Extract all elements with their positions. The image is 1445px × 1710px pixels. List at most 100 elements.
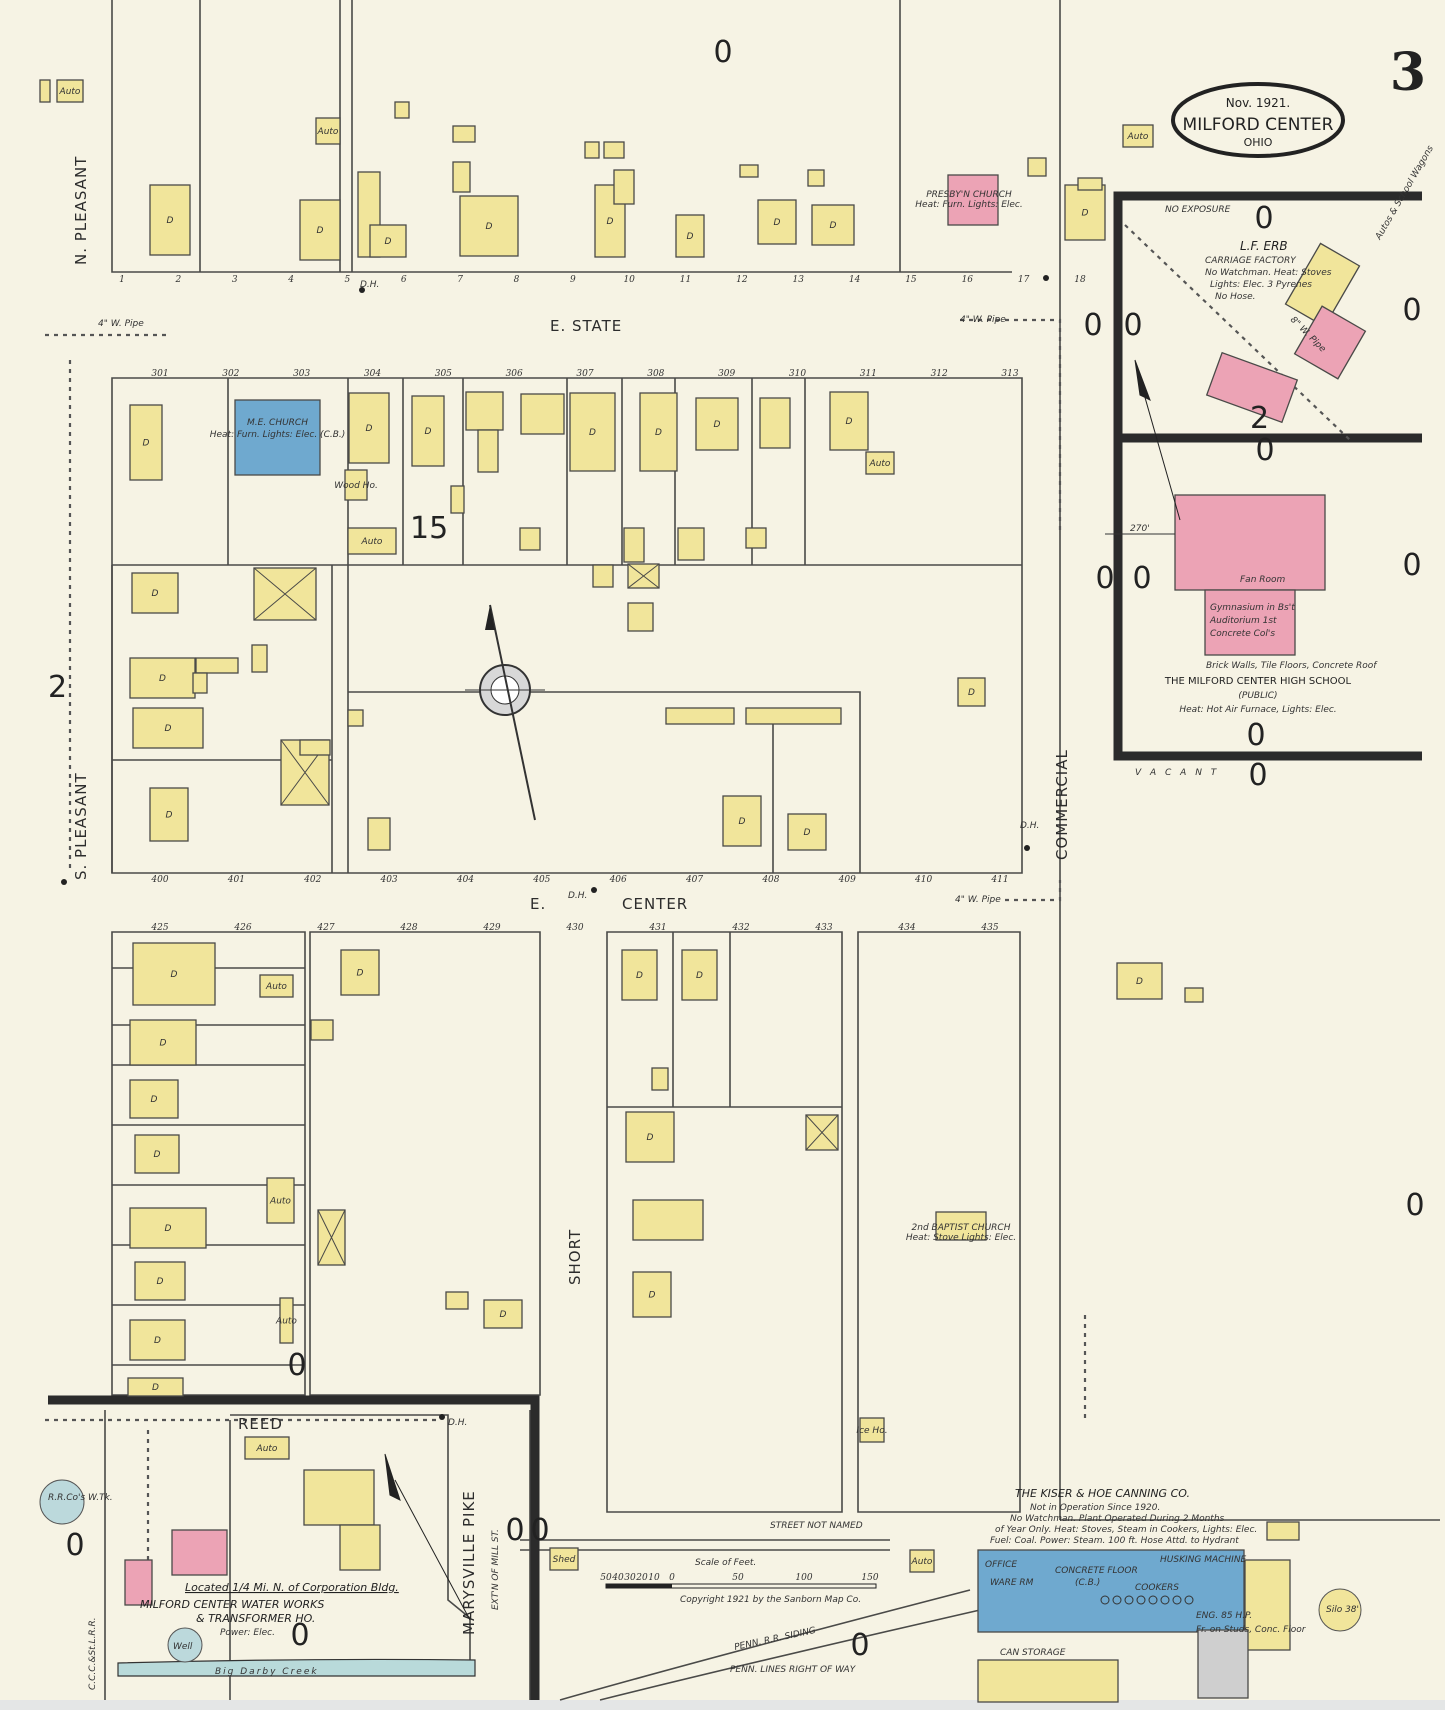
scale-tick: 40 — [611, 1573, 624, 1583]
dwelling-building: D — [675, 214, 705, 258]
lot-number: 404 — [456, 875, 474, 885]
church-name: M.E. CHURCH — [247, 418, 308, 428]
building — [623, 527, 645, 563]
canning-note4: Fuel: Coal. Power: Steam. 100 ft. Hose A… — [990, 1536, 1239, 1546]
shed-building: Shed — [549, 1547, 579, 1571]
sheet-ref-marker: 0 — [1405, 1188, 1424, 1223]
building — [39, 79, 51, 103]
dwelling-building: D — [348, 392, 390, 464]
hs-heat: Heat: Hot Air Furnace, Lights: Elec. — [1179, 705, 1336, 715]
building-label: Auto — [59, 87, 81, 97]
lot-number: 408 — [761, 875, 779, 885]
building — [452, 161, 471, 193]
dwelling-building: D — [127, 1377, 184, 1397]
lot-number: 18 — [1074, 275, 1086, 285]
building — [445, 1291, 469, 1310]
lot-number: 2 — [174, 275, 181, 285]
dh-label-3: D.H. — [568, 891, 587, 901]
building — [665, 707, 735, 725]
lot-number: 313 — [1001, 369, 1018, 379]
dwelling-building: D — [340, 949, 380, 996]
dwelling-building: D — [411, 395, 445, 467]
auto-building: Auto — [259, 974, 294, 998]
building — [745, 527, 767, 549]
misc-labels: 4" W. Pipe 4" W. Pipe 4" W. Pipe D.H. D.… — [61, 275, 1181, 1621]
building — [739, 164, 759, 178]
church-note: Heat: Stove Lights: Elec. — [906, 1233, 1016, 1243]
building — [592, 564, 614, 588]
silo — [1318, 1588, 1362, 1632]
scale-tick: 100 — [795, 1573, 812, 1583]
lot-number: 7 — [457, 275, 463, 285]
lot-number: 10 — [623, 275, 635, 285]
canning-cookers: COOKERS — [1135, 1583, 1179, 1593]
street-mill-st: EXT'N OF MILL ST. — [491, 1529, 501, 1610]
building-label: D — [1082, 209, 1089, 219]
auto-building: Auto — [1122, 124, 1154, 148]
building-label: D — [500, 1310, 507, 1320]
street-reed: REED — [238, 1415, 283, 1433]
dwelling-building: D — [131, 572, 179, 614]
lot-number: 409 — [838, 875, 856, 885]
lot-number: 305 — [435, 369, 452, 379]
street-e-center: CENTER — [622, 895, 688, 913]
building — [339, 1524, 381, 1571]
pipe-label-state: 4" W. Pipe — [960, 315, 1006, 325]
building-label: D — [154, 1150, 161, 1160]
no-exposure-label: NO EXPOSURE — [1165, 205, 1231, 215]
hs-construction: Brick Walls, Tile Floors, Concrete Roof — [1206, 661, 1378, 671]
silo-label: Silo 38' — [1326, 1605, 1359, 1615]
scale-title: Scale of Feet. — [695, 1558, 756, 1568]
building-label: D — [636, 971, 643, 981]
auto-building: Auto — [909, 1549, 935, 1573]
building — [465, 391, 504, 431]
building — [1197, 1629, 1249, 1699]
dwelling-building: D — [1064, 184, 1106, 241]
building-label: D — [607, 217, 614, 227]
sheet-ref-marker: 0 — [65, 1528, 84, 1563]
dwelling-building: D — [132, 707, 204, 749]
building — [613, 169, 635, 205]
dwelling-building: D — [639, 392, 678, 472]
dwelling-building: D — [129, 1079, 179, 1119]
building-label: D — [160, 1039, 167, 1049]
building-label: Auto — [265, 982, 287, 992]
building — [477, 429, 499, 473]
sheet-ref-marker: 0 — [287, 1348, 306, 1383]
lot-number: 433 — [814, 923, 832, 933]
dwelling-building: D — [483, 1299, 523, 1329]
building-label: Auto — [317, 127, 339, 137]
building-label: D — [1136, 977, 1143, 987]
street-s-pleasant: S. PLEASANT — [72, 772, 90, 880]
lot-number: 402 — [303, 875, 321, 885]
lot-number: 5 — [345, 275, 351, 285]
building-label: D — [385, 237, 392, 247]
lot-number: 311 — [860, 369, 877, 379]
building — [303, 1469, 375, 1526]
building-label: D — [152, 589, 159, 599]
lot-number: 1 — [119, 275, 125, 285]
building-label: Auto — [361, 537, 383, 547]
cooker — [1136, 1595, 1146, 1605]
carriage-factory-note3: No Hose. — [1215, 292, 1255, 302]
building — [450, 485, 465, 514]
building-label: D — [366, 424, 373, 434]
street-commercial: COMMERCIAL — [1053, 749, 1071, 860]
lot-number: 9 — [570, 275, 576, 285]
lot-number: 400 — [150, 875, 168, 885]
water-works-name: MILFORD CENTER WATER WORKS — [140, 1598, 324, 1611]
canning-ware-room: WARE RM — [990, 1578, 1034, 1588]
lot-number: 428 — [399, 923, 417, 933]
building — [367, 817, 391, 851]
cooker — [1172, 1595, 1182, 1605]
factory-building — [1205, 351, 1299, 424]
lot-number: 430 — [565, 923, 583, 933]
dwelling-building: D — [1116, 962, 1163, 1000]
building-label: D — [589, 428, 596, 438]
lot-number: 11 — [680, 275, 691, 285]
building — [1204, 589, 1296, 656]
building — [805, 1114, 839, 1151]
scan-edge — [0, 1700, 1445, 1710]
hs-name: THE MILFORD CENTER HIGH SCHOOL — [1164, 676, 1352, 687]
